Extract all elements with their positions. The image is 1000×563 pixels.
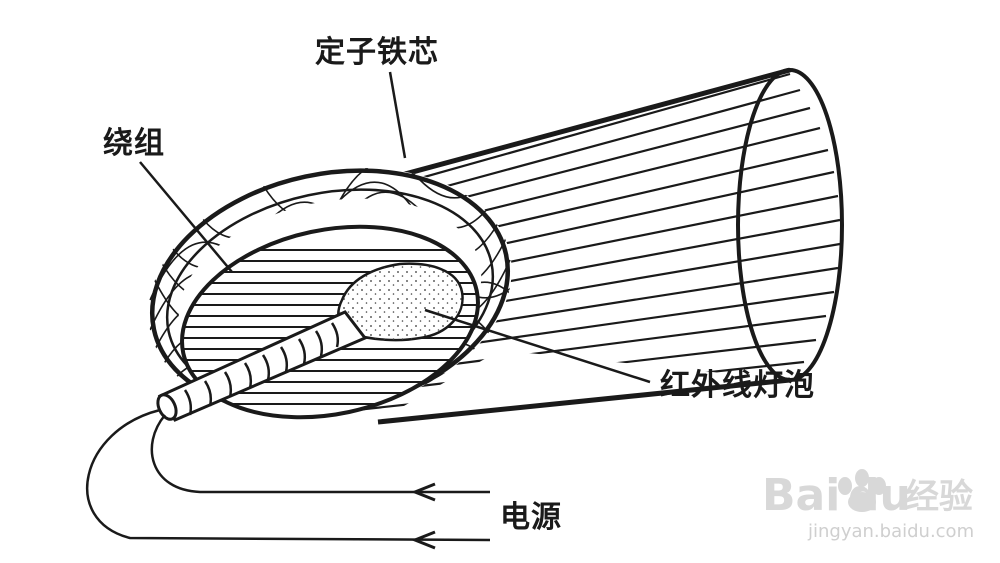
watermark-brand: Bai (762, 470, 840, 521)
power-lead-upper (150, 414, 490, 494)
infrared-lamp-base (156, 310, 368, 422)
leader-winding (139, 161, 233, 273)
label-winding: 绕组 (103, 126, 165, 161)
label-power-source: 电源 (500, 500, 562, 535)
watermark-brand-tail: du (848, 470, 911, 521)
power-lead-lower (86, 408, 491, 542)
leader-infrared-lamp (424, 308, 651, 384)
watermark-chinese: 经验 (905, 477, 973, 517)
paw-icon (838, 469, 886, 512)
arrow-upper-icon (410, 482, 436, 502)
leader-stator-core (388, 71, 407, 159)
leader-lines (139, 71, 651, 384)
arrow-lower-icon (410, 530, 436, 550)
power-leads (86, 408, 491, 550)
far-end-cap (736, 68, 844, 382)
baidu-jingyan-watermark: Bai du 经验 jingyan.baidu.com (762, 469, 974, 542)
label-stator-core: 定子铁芯 (315, 35, 439, 70)
watermark-url: jingyan.baidu.com (807, 521, 974, 542)
label-infrared-lamp: 红外线灯泡 (660, 368, 815, 403)
